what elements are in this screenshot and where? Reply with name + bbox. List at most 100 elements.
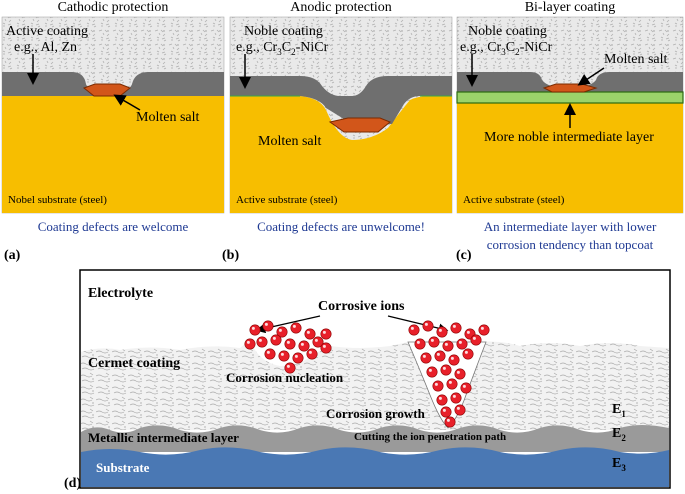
- corrosive-ion-highlight: [458, 340, 462, 344]
- panel-c-title: Bi-layer coating: [524, 0, 616, 15]
- corrosive-ion-highlight: [452, 394, 456, 398]
- corrosive-ion: [450, 322, 462, 334]
- corrosive-ion: [448, 354, 460, 366]
- panel-b-title: Anodic protection: [290, 0, 392, 15]
- panel-c-caption-2: corrosion tendency than topcoat: [486, 237, 654, 252]
- corrosive-ion-highlight: [292, 324, 296, 328]
- panel-c-substrate-label: Active substrate (steel): [463, 194, 565, 206]
- corrosive-ion: [249, 324, 261, 336]
- panel-b-substrate: [230, 96, 452, 213]
- corrosive-ion: [298, 340, 310, 352]
- corrosive-ion: [428, 336, 440, 348]
- panel-b-coating-label-2: e.g., Cr3C2-NiCr: [236, 40, 329, 57]
- corrosive-ion-highlight: [448, 380, 452, 384]
- panel-d-tag: (d): [64, 476, 82, 491]
- corrosive-ion: [460, 382, 472, 394]
- corrosive-ion-highlight: [246, 340, 250, 344]
- panel-c-intermediate-label: More noble intermediate layer: [484, 130, 654, 145]
- corrosive-ion: [426, 366, 438, 378]
- panel-d-intermediate-label: Metallic intermediate layer: [88, 430, 239, 445]
- corrosive-ion-highlight: [300, 342, 304, 346]
- corrosive-ion: [454, 404, 466, 416]
- corrosive-ion-highlight: [436, 352, 440, 356]
- panel-b-substrate-label: Active substrate (steel): [236, 194, 338, 206]
- panel-d-cermet-label: Cermet coating: [88, 356, 181, 371]
- corrosive-ion: [456, 338, 468, 350]
- corrosive-ion: [440, 406, 452, 418]
- panel-c-caption-1: An intermediate layer with lower: [483, 219, 657, 234]
- panel-c-salt-arrow: [577, 67, 605, 86]
- panel-c-coating: [457, 72, 683, 92]
- panel-b-caption: Coating defects are unwelcome!: [257, 219, 425, 234]
- panel-c-tag: (c): [456, 248, 472, 263]
- panel-d-e3-label: E3: [612, 456, 626, 473]
- panel-d-illustration: [79, 269, 671, 489]
- panel-c-coating-label: Noble coating e.g., Cr3C2-NiCr: [460, 24, 552, 60]
- corrosive-ion-highlight: [452, 324, 456, 328]
- panel-b-coating-label: Noble coating e.g., Cr3C2-NiCr: [236, 24, 328, 60]
- panel-d-substrate: [81, 447, 669, 487]
- corrosive-ion-highlight: [442, 366, 446, 370]
- corrosive-ion-highlight: [464, 350, 468, 354]
- corrosive-ion: [436, 394, 448, 406]
- corrosive-ion: [454, 368, 466, 380]
- panel-d-e1-label: E1: [612, 402, 626, 419]
- panel-d-e2-label: E2: [612, 426, 626, 443]
- corrosive-ion: [320, 342, 332, 354]
- corrosive-ion: [440, 364, 452, 376]
- panel-b-tag: (b): [222, 248, 240, 263]
- panel-d-nucleation-label: Corrosion nucleation: [226, 370, 344, 385]
- corrosive-ion: [244, 338, 256, 350]
- corrosive-ion: [470, 334, 482, 346]
- corrosive-ion-highlight: [314, 338, 318, 342]
- corrosive-ion-highlight: [280, 352, 284, 356]
- corrosive-ion: [422, 320, 434, 332]
- panel-c-salt-label: Molten salt: [604, 52, 668, 67]
- corrosive-ion: [292, 352, 304, 364]
- panel-d-substrate-label: Substrate: [96, 460, 150, 475]
- panel-c-intermediate-layer: [456, 91, 684, 104]
- corrosive-ion: [320, 328, 332, 340]
- corrosive-ion-highlight: [416, 340, 420, 344]
- panel-a-coating-label-2: e.g., Al, Zn: [14, 40, 77, 55]
- corrosive-ion-highlight: [286, 340, 290, 344]
- corrosive-ion-highlight: [294, 354, 298, 358]
- panel-d-electrolyte-label: Electrolyte: [88, 286, 154, 301]
- corrosive-ion: [450, 392, 462, 404]
- corrosive-ion: [442, 340, 454, 352]
- corrosive-ion: [256, 336, 268, 348]
- corrosive-ion-highlight: [422, 354, 426, 358]
- panel-c-coating-label-1: Noble coating: [468, 24, 547, 39]
- corrosive-ion-highlight: [456, 370, 460, 374]
- corrosive-ion-highlight: [438, 396, 442, 400]
- panel-d-cutting-label: Cutting the ion penetration path: [354, 431, 507, 443]
- panel-a-tag: (a): [4, 248, 21, 263]
- corrosive-ion: [290, 322, 302, 334]
- panel-a-coating-label-1: Active coating: [6, 24, 89, 39]
- corrosive-ion-highlight: [410, 326, 414, 330]
- corrosive-ion-highlight: [286, 364, 290, 368]
- corrosive-ion-highlight: [442, 408, 446, 412]
- panel-a-substrate-label: Nobel substrate (steel): [8, 194, 107, 206]
- panel-a-molten-salt: [82, 83, 131, 97]
- panel-b-coating-label-1: Noble coating: [244, 24, 323, 39]
- panel-a-illustration: [1, 16, 225, 214]
- panel-d-ion-arrow-right: [387, 315, 449, 333]
- corrosive-ion-highlight: [251, 326, 255, 330]
- panel-d-ions-label: Corrosive ions: [318, 299, 405, 314]
- corrosive-ion-highlight: [322, 344, 326, 348]
- corrosive-ion-highlight: [266, 350, 270, 354]
- corrosive-ion-highlight: [444, 342, 448, 346]
- corrosive-ion-highlight: [272, 336, 276, 340]
- corrosive-ion: [264, 348, 276, 360]
- panel-d-intermediate-layer: [81, 425, 669, 452]
- panel-b-illustration: [229, 16, 453, 214]
- corrosive-ion-highlight: [472, 336, 476, 340]
- corrosive-ion-highlight: [456, 406, 460, 410]
- corrosive-ion-highlight: [462, 384, 466, 388]
- panel-a-substrate: [2, 96, 224, 213]
- corrosive-ion: [278, 350, 290, 362]
- corrosive-ion: [462, 348, 474, 360]
- panel-d-growth-label: Corrosion growth: [326, 406, 425, 421]
